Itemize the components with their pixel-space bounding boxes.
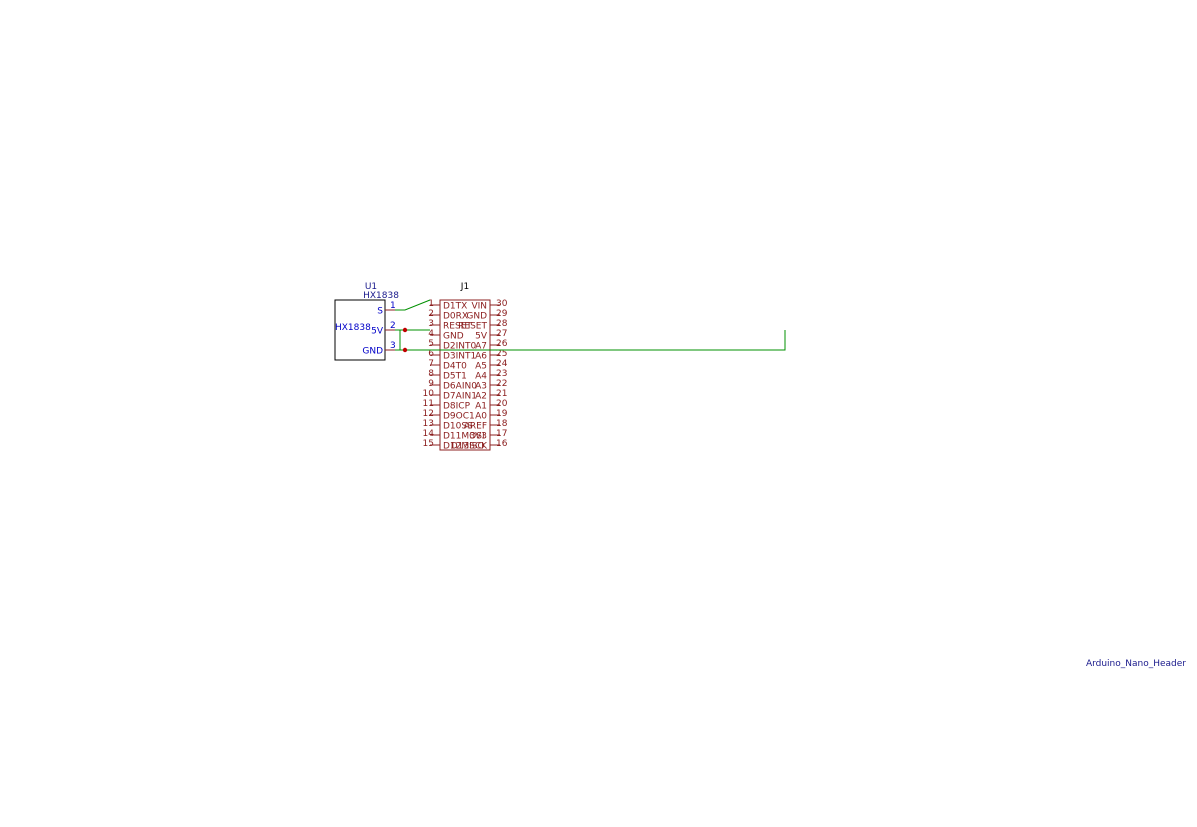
j1-pin-number: 20 bbox=[496, 399, 508, 409]
j1-pin-number: 16 bbox=[496, 439, 508, 449]
u1-reference: U1 bbox=[365, 282, 377, 292]
j1-pin-name: A1 bbox=[475, 402, 487, 412]
j1-pin-name: AREF bbox=[464, 422, 487, 432]
j1-pin-name: D13SCK bbox=[451, 442, 488, 452]
j1-left-pins: 1 D1TX 2 D0RX 3 RESET 4 GND 5 D2INT0 6 D3INT1 7 D4T0 8… bbox=[423, 299, 485, 452]
j1-pin-number: 4 bbox=[428, 329, 434, 339]
j1-pin-name: D5T1 bbox=[443, 372, 467, 382]
j1-pin-name: A5 bbox=[475, 362, 487, 372]
j1-pin-number: 5 bbox=[428, 339, 434, 349]
j1-pin-number: 6 bbox=[428, 349, 434, 359]
j1-pin-name: D11MOSI bbox=[443, 432, 485, 442]
j1-pin-number: 11 bbox=[423, 399, 434, 409]
junctions bbox=[402, 327, 408, 353]
u1-pin-name: 5V bbox=[371, 327, 384, 337]
j1-pin-number: 9 bbox=[428, 379, 434, 389]
j1-pin-number: 18 bbox=[496, 419, 508, 429]
j1-pin-name: D9OC1 bbox=[443, 412, 475, 422]
j1-pin-number: 8 bbox=[428, 369, 434, 379]
j1-pin-number: 28 bbox=[496, 319, 508, 329]
j1-pin-number: 29 bbox=[496, 309, 508, 319]
u1-pin-number: 3 bbox=[390, 341, 396, 351]
j1-pin-number: 22 bbox=[496, 379, 507, 389]
j1-pin-name: GND bbox=[466, 312, 487, 322]
j1-right-pins: 30VIN29GND28RESET275V26A725A624A523A422A… bbox=[451, 299, 508, 452]
u1-pin-number: 2 bbox=[390, 321, 396, 331]
j1-pin-number: 2 bbox=[428, 309, 434, 319]
j1-pin-number: 30 bbox=[496, 299, 508, 309]
j1-pin-name: D1TX bbox=[443, 302, 467, 312]
j1-pin-name: D7AIN1 bbox=[443, 392, 477, 402]
j1-pin-number: 3 bbox=[428, 319, 434, 329]
j1-pin-number: 17 bbox=[496, 429, 507, 439]
u1-pin-name: S bbox=[377, 307, 383, 317]
j1-pin-name: A6 bbox=[475, 352, 487, 362]
j1-pin-name: VIN bbox=[471, 302, 487, 312]
j1-pin-name: A4 bbox=[475, 372, 487, 382]
j1-pin-name: 5V bbox=[475, 332, 488, 342]
j1-pin-number: 26 bbox=[496, 339, 508, 349]
j1-pin-number: 15 bbox=[423, 439, 434, 449]
j1-pin-number: 14 bbox=[423, 429, 435, 439]
junction-dot bbox=[402, 327, 408, 333]
j1-reference: J1 bbox=[460, 282, 469, 292]
sheet-title-label: Arduino_Nano_Header bbox=[1085, 659, 1186, 669]
j1-pin-number: 13 bbox=[423, 419, 434, 429]
junction-dot bbox=[402, 347, 408, 353]
wire-signal[interactable] bbox=[395, 299, 431, 311]
j1-pin-name: 3V3 bbox=[469, 432, 487, 442]
j1-pin-name: D6AIN0 bbox=[443, 382, 477, 392]
j1-pin-number: 19 bbox=[496, 409, 508, 419]
j1-pin-name: D10SS bbox=[443, 422, 473, 432]
j1-pin-name: D3INT1 bbox=[443, 352, 476, 362]
j1-pin-name: D8ICP bbox=[443, 402, 471, 412]
j1-pin-name: D4T0 bbox=[443, 362, 467, 372]
j1-pin-number: 23 bbox=[496, 369, 507, 379]
u1-pin-name: GND bbox=[362, 347, 383, 357]
j1-pin-name: RESET bbox=[458, 322, 487, 332]
j1-pin-number: 10 bbox=[423, 389, 435, 399]
j1-pin-number: 7 bbox=[428, 359, 434, 369]
j1-pin-name: GND bbox=[443, 332, 464, 342]
wires bbox=[395, 299, 786, 351]
u1-value: HX1838 bbox=[363, 291, 399, 301]
j1-pin-number: 27 bbox=[496, 329, 507, 339]
j1-pin-name: RESET bbox=[443, 322, 472, 332]
j1-pin-name: D0RX bbox=[443, 312, 468, 322]
j1-pin-name: A7 bbox=[475, 342, 487, 352]
j1-pin-number: 21 bbox=[496, 389, 507, 399]
wire-gnd[interactable] bbox=[395, 330, 786, 351]
j1-pin-name: D2INT0 bbox=[443, 342, 477, 352]
j1-pin-name: A3 bbox=[475, 382, 487, 392]
j1-pin-name: A0 bbox=[475, 412, 487, 422]
j1-pin-name: D12MISO bbox=[443, 442, 485, 452]
u1-inner-label: HX1838 bbox=[335, 323, 371, 333]
j1-pin-number: 12 bbox=[423, 409, 434, 419]
j1-pin-number: 24 bbox=[496, 359, 508, 369]
j1-pin-number: 25 bbox=[496, 349, 507, 359]
j1-pin-number: 1 bbox=[428, 299, 434, 309]
j1-symbol[interactable]: J1 1 D1TX 2 D0RX 3 RESET 4 GND 5 D2INT0 6 D3INT1 7 D4… bbox=[423, 282, 508, 452]
u1-pin-number: 1 bbox=[390, 301, 396, 311]
j1-pin-name: A2 bbox=[475, 392, 487, 402]
